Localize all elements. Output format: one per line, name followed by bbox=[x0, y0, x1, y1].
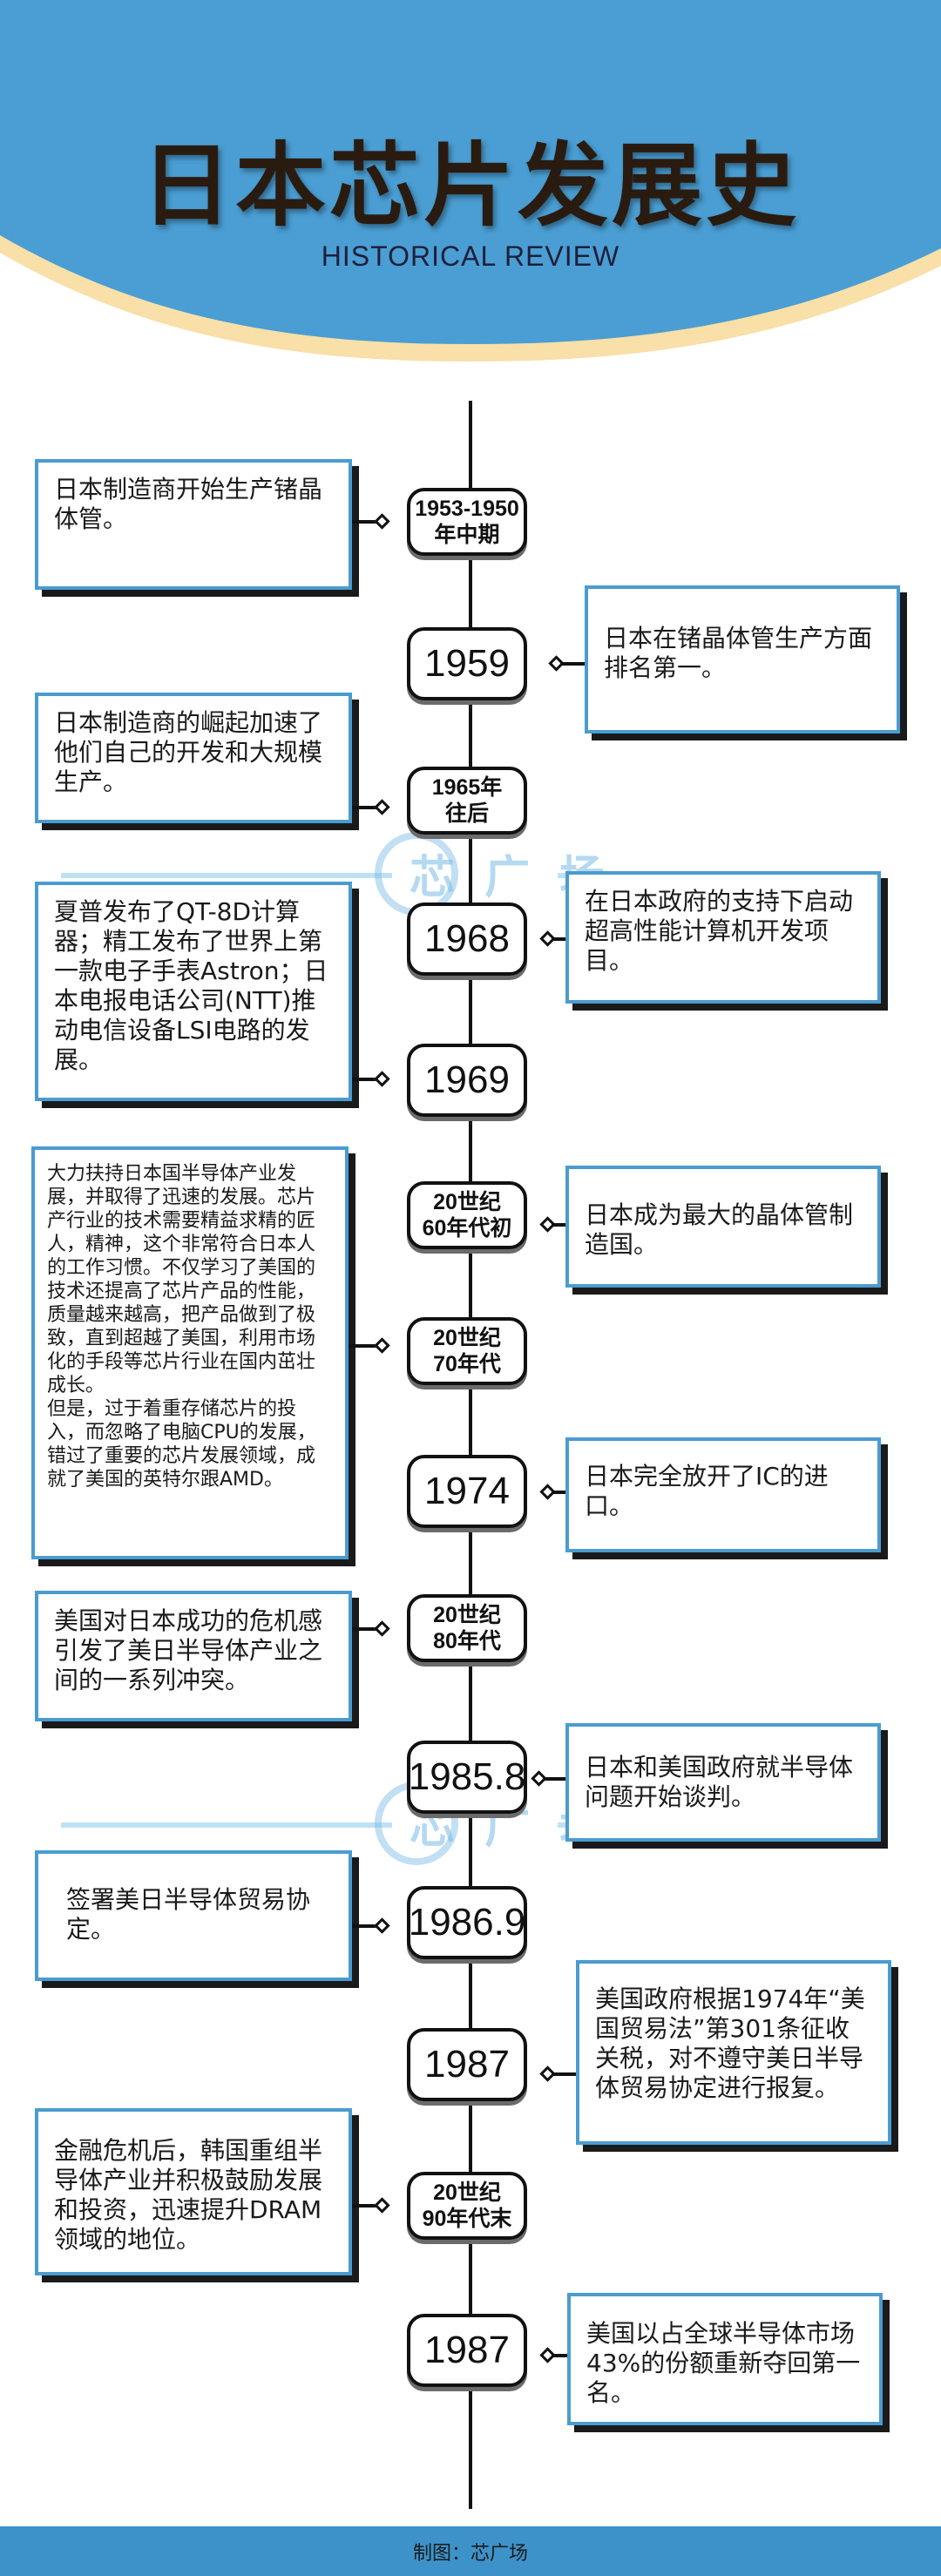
event-box: 签署美日半导体贸易协定。 bbox=[35, 1850, 352, 1981]
connector-line bbox=[352, 2204, 378, 2208]
event-box: 美国政府根据1974年“美国贸易法”第301条征收关税，对不遵守美日半导体贸易协… bbox=[576, 1960, 891, 2145]
connector-line bbox=[352, 520, 378, 524]
event-box: 日本成为最大的晶体管制造国。 bbox=[565, 1166, 881, 1288]
year-marker: 1968 bbox=[407, 903, 527, 976]
connector-line bbox=[352, 1627, 378, 1631]
footer-credit: 制图：芯广场 bbox=[412, 2542, 528, 2565]
connector-line bbox=[552, 2072, 576, 2076]
year-marker: 1969 bbox=[407, 1044, 527, 1117]
year-marker: 1986.9 bbox=[407, 1886, 527, 1959]
diamond-connector-icon bbox=[374, 1337, 390, 1354]
event-box: 日本制造商开始生产锗晶体管。 bbox=[35, 459, 352, 590]
event-box: 日本在锗晶体管生产方面排名第一。 bbox=[585, 585, 900, 734]
year-marker: 1959 bbox=[407, 627, 527, 700]
connector-line bbox=[349, 1344, 378, 1348]
connector-line bbox=[560, 662, 585, 666]
page-subtitle: HISTORICAL REVIEW bbox=[321, 240, 620, 272]
diamond-connector-icon bbox=[374, 799, 390, 815]
watermark-line bbox=[61, 873, 392, 878]
year-marker: 1987 bbox=[407, 2028, 527, 2101]
diamond-connector-icon bbox=[374, 2197, 390, 2214]
footer-bar: 制图：芯广场 bbox=[0, 2526, 941, 2576]
year-marker: 1965年往后 bbox=[407, 767, 527, 835]
event-box: 日本制造商的崛起加速了他们自己的开发和大规模生产。 bbox=[35, 693, 352, 823]
connector-line bbox=[352, 1924, 378, 1928]
year-marker: 1987 bbox=[407, 2314, 527, 2387]
connector-line bbox=[552, 1491, 565, 1494]
connector-line bbox=[552, 937, 565, 941]
connector-line bbox=[552, 2354, 567, 2357]
event-box: 日本和美国政府就半导体问题开始谈判。 bbox=[565, 1723, 881, 1842]
event-box: 日本完全放开了IC的进口。 bbox=[565, 1437, 881, 1552]
connector-line bbox=[552, 1223, 565, 1227]
watermark-line bbox=[61, 1822, 392, 1828]
event-box: 大力扶持日本国半导体产业发展，并取得了迅速的发展。芯片产行业的技术需要精益求精的… bbox=[31, 1146, 349, 1559]
year-marker: 1974 bbox=[407, 1455, 527, 1528]
event-box: 美国以占全球半导体市场43%的份额重新夺回第一名。 bbox=[567, 2293, 883, 2425]
page-title: 日本芯片发展史 bbox=[140, 132, 800, 239]
header-background bbox=[0, 0, 941, 362]
diamond-connector-icon bbox=[374, 1620, 390, 1637]
event-box: 夏普发布了QT-8D计算器；精工发布了世界上第一款电子手表Astron；日本电报… bbox=[35, 882, 352, 1101]
connector-line bbox=[352, 806, 378, 809]
connector-line bbox=[352, 1078, 378, 1081]
diamond-connector-icon bbox=[374, 1071, 390, 1087]
year-marker: 1985.8 bbox=[407, 1741, 527, 1814]
event-box: 金融危机后，韩国重组半导体产业并积极鼓励发展和投资，迅速提升DRAM领域的地位。 bbox=[35, 2108, 352, 2275]
event-box: 在日本政府的支持下启动超高性能计算机开发项目。 bbox=[565, 871, 881, 1004]
diamond-connector-icon bbox=[374, 1917, 390, 1934]
connector-line bbox=[543, 1777, 565, 1781]
diamond-connector-icon bbox=[374, 513, 390, 530]
event-box: 美国对日本成功的危机感引发了美日半导体产业之间的一系列冲突。 bbox=[35, 1591, 352, 1721]
